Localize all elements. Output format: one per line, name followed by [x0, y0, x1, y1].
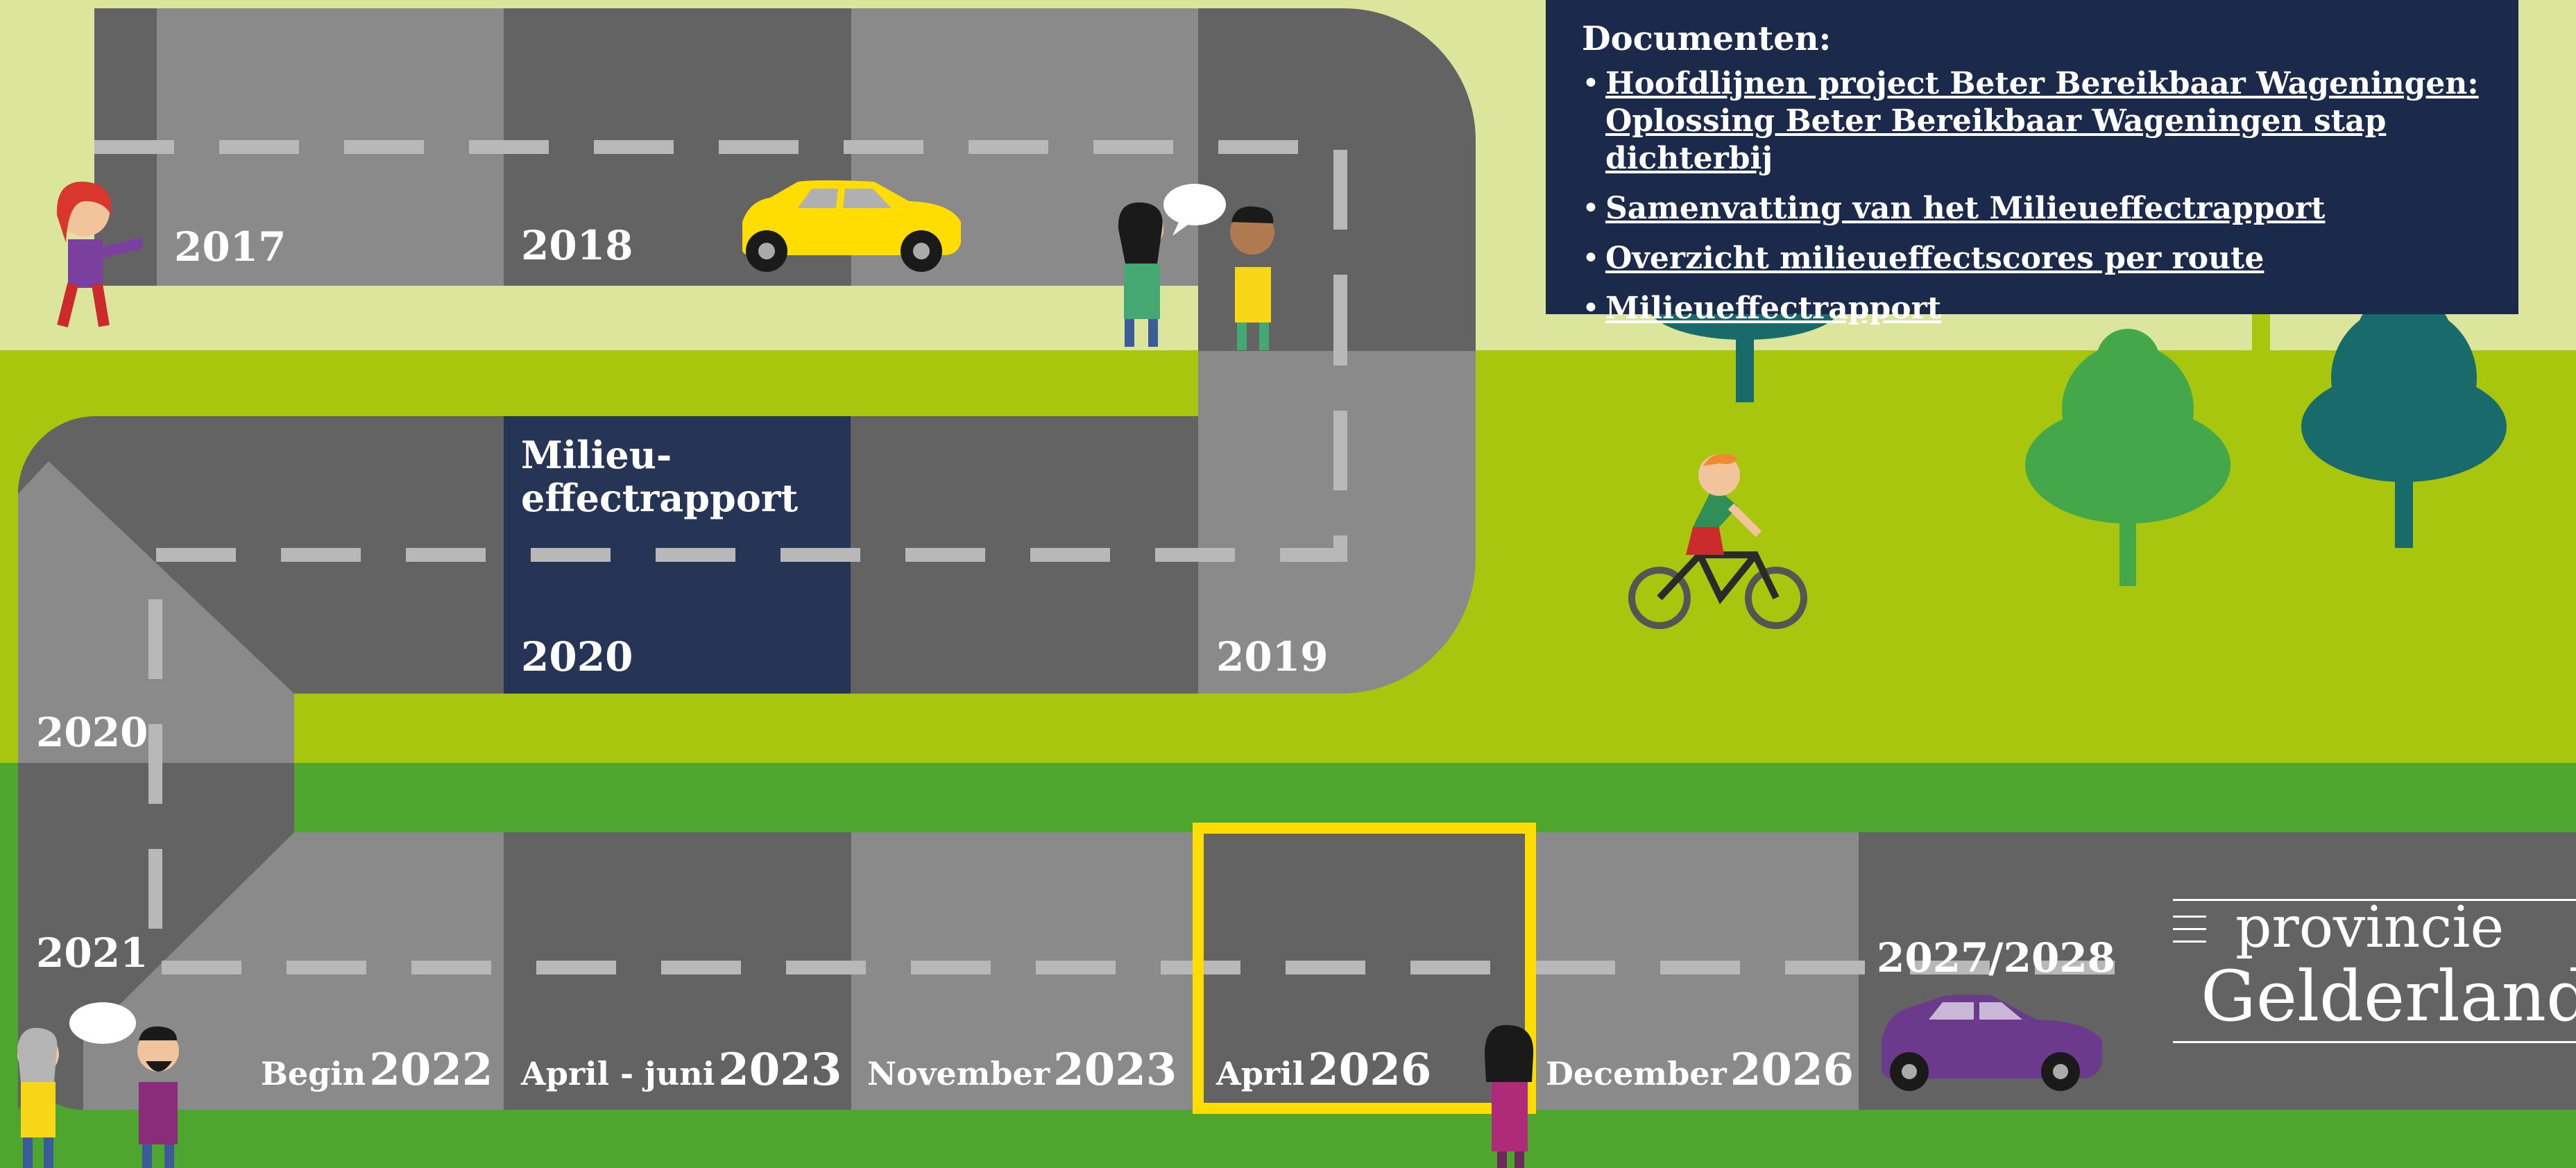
logo-dash — [2173, 941, 2206, 943]
label-nov-2023: November 2023 — [867, 1044, 1177, 1096]
label-begin-year: 2022 — [369, 1044, 493, 1096]
label-2020-curve: 2020 — [36, 709, 148, 756]
label-milieueffectrapport: Milieu- effectrapport — [521, 433, 798, 519]
cyclist-icon — [1628, 454, 1807, 629]
list-item: Overzicht milieueffectscores per route — [1582, 240, 2482, 277]
label-nov-year: 2023 — [1053, 1044, 1177, 1096]
person-icon — [1485, 1024, 1534, 1168]
label-milieu-line2: effectrapport — [521, 476, 799, 520]
logo-dash — [2173, 928, 2206, 930]
documents-heading: Documenten: — [1582, 19, 1832, 58]
documents-panel: Documenten: Hoofdlijnen project Beter Be… — [1546, 0, 2518, 327]
logo-rule-bottom — [2173, 1041, 2576, 1043]
road-middle — [18, 351, 1476, 763]
purple-car-icon — [1882, 995, 2102, 1091]
logo-rule-top — [2173, 899, 2576, 901]
logo-line1: provincie — [2235, 895, 2505, 961]
list-item: Hoofdlijnen project Beter Bereikbaar Wag… — [1582, 65, 2482, 178]
label-apr-year: 2026 — [1308, 1044, 1432, 1096]
documents-list: Hoofdlijnen project Beter Bereikbaar Wag… — [1582, 65, 2482, 327]
document-link-text: Oplossing Beter Bereikbaar Wageningen st… — [1605, 103, 2387, 176]
label-2020-mer: 2020 — [521, 633, 633, 680]
label-aprjun-2023: April - juni 2023 — [521, 1044, 842, 1096]
label-2018: 2018 — [521, 222, 633, 269]
document-link-overzicht[interactable]: Overzicht milieueffectscores per route — [1605, 241, 2264, 276]
label-2019: 2019 — [1216, 633, 1329, 680]
person-icon — [1230, 206, 1274, 350]
list-item: Milieueffectrapport — [1582, 290, 2482, 327]
label-milieu-line1: Milieu- — [521, 433, 672, 477]
label-dec-year: 2026 — [1730, 1044, 1854, 1096]
list-item: Samenvatting van het Milieueffectrapport — [1582, 190, 2482, 227]
document-link-text: Hoofdlijnen project Beter Bereikbaar Wag… — [1605, 66, 2479, 101]
logo-dash — [2173, 916, 2206, 918]
label-begin-2022: Begin 2022 — [261, 1044, 493, 1096]
person-icon — [56, 181, 144, 327]
person-icon — [1118, 202, 1163, 347]
highlight-frame — [1193, 823, 1536, 1114]
provincie-gelderland-logo: provincie Gelderland — [2173, 895, 2576, 1047]
label-2027-2028: 2027/2028 — [1877, 934, 2116, 981]
label-2021: 2021 — [36, 929, 148, 977]
label-apr-2026: April 2026 — [1216, 1044, 1431, 1096]
label-dec-prefix: December — [1546, 1055, 1727, 1092]
label-dec-2026: December 2026 — [1546, 1044, 1854, 1096]
label-aprjun-year: 2023 — [718, 1044, 842, 1096]
speech-bubble-icon — [69, 1002, 136, 1044]
person-icon — [137, 1026, 179, 1168]
person-icon — [17, 1027, 59, 1168]
yellow-car-icon — [742, 180, 961, 272]
tree-icon — [2301, 291, 2507, 548]
speech-bubble-icon — [1163, 184, 1226, 236]
label-aprjun-prefix: April - juni — [521, 1055, 715, 1092]
document-link-samenvatting[interactable]: Samenvatting van het Milieueffectrapport — [1605, 191, 2326, 226]
label-apr-prefix: April — [1216, 1055, 1305, 1092]
label-2017: 2017 — [174, 223, 287, 270]
tree-icon — [2025, 329, 2230, 586]
logo-line2: Gelderland — [2201, 956, 2576, 1037]
label-nov-prefix: November — [867, 1055, 1050, 1092]
document-link-hoofdlijnen[interactable]: Hoofdlijnen project Beter Bereikbaar Wag… — [1605, 66, 2479, 176]
label-begin-prefix: Begin — [261, 1055, 366, 1092]
document-link-milieueffectrapport[interactable]: Milieueffectrapport — [1605, 291, 1942, 326]
